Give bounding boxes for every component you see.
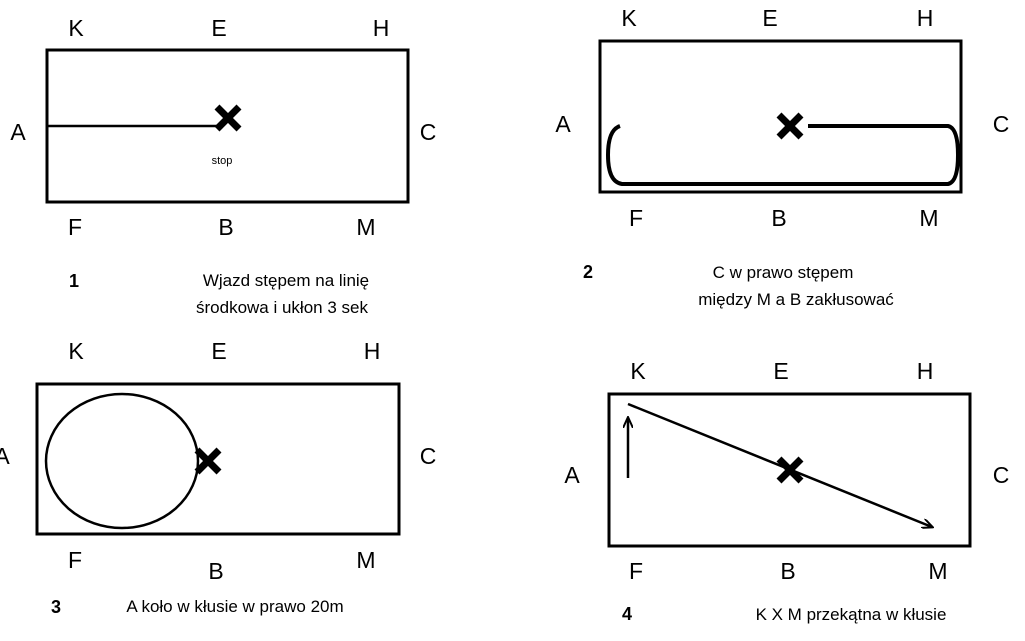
marker-c: C	[993, 462, 1010, 488]
marker-a: A	[564, 462, 580, 488]
panel-number: 2	[583, 262, 593, 282]
marker-f: F	[68, 547, 82, 573]
stop-label: stop	[212, 155, 233, 167]
marker-b: B	[771, 205, 786, 231]
caption-line-1: Wjazd stępem na linię	[203, 271, 369, 290]
marker-a: A	[555, 111, 571, 137]
marker-e: E	[773, 358, 788, 384]
marker-c: C	[420, 119, 437, 145]
marker-k: K	[68, 15, 84, 41]
panel-1: K E H A C F B M stop 1 Wjazd stępem na l…	[10, 15, 436, 317]
panel-2: K E H A C F B M 2 C w prawo stępem międz…	[555, 5, 1009, 309]
marker-e: E	[762, 5, 777, 31]
marker-e: E	[211, 338, 226, 364]
marker-k: K	[630, 358, 646, 384]
marker-m: M	[919, 205, 938, 231]
arena-rectangle	[35, 382, 401, 536]
panel-4: K E H A C F B M 4 K X M przekątna w kłus…	[564, 358, 1009, 624]
caption-line-1: A koło w kłusie w prawo 20m	[126, 597, 343, 616]
marker-c: C	[993, 111, 1010, 137]
marker-c: C	[420, 443, 437, 469]
halt-cross-icon	[776, 456, 804, 484]
halt-cross-icon	[194, 447, 222, 475]
marker-f: F	[629, 558, 643, 584]
panel-3: K E H A C F B M 3 A koło w kłusie w praw…	[0, 338, 436, 617]
halt-cross-icon	[776, 112, 804, 140]
marker-h: H	[917, 358, 934, 384]
caption-line-1: C w prawo stępem	[713, 263, 854, 282]
diagonal-arrow-icon	[627, 402, 932, 527]
marker-b: B	[218, 214, 233, 240]
marker-b: B	[208, 558, 223, 584]
caption-line-2: między M a B zakłusować	[698, 290, 894, 309]
marker-a: A	[10, 119, 26, 145]
panel-number: 4	[622, 604, 632, 624]
marker-m: M	[356, 214, 375, 240]
marker-k: K	[621, 5, 637, 31]
marker-k: K	[68, 338, 84, 364]
marker-b: B	[780, 558, 795, 584]
marker-f: F	[629, 205, 643, 231]
marker-h: H	[917, 5, 934, 31]
caption-line-1: K X M przekątna w kłusie	[756, 605, 947, 624]
marker-f: F	[68, 214, 82, 240]
panel-number: 1	[69, 271, 79, 291]
marker-a: A	[0, 443, 10, 469]
marker-h: H	[373, 15, 390, 41]
halt-cross-icon	[214, 104, 242, 132]
marker-m: M	[356, 547, 375, 573]
circle-path	[44, 392, 200, 530]
marker-m: M	[928, 558, 947, 584]
marker-e: E	[211, 15, 226, 41]
marker-h: H	[364, 338, 381, 364]
panel-number: 3	[51, 597, 61, 617]
arena-rectangle	[607, 392, 972, 548]
track-path	[605, 124, 961, 186]
arena-rectangle	[598, 39, 963, 194]
caption-line-2: środkowa i ukłon 3 sek	[196, 298, 368, 317]
